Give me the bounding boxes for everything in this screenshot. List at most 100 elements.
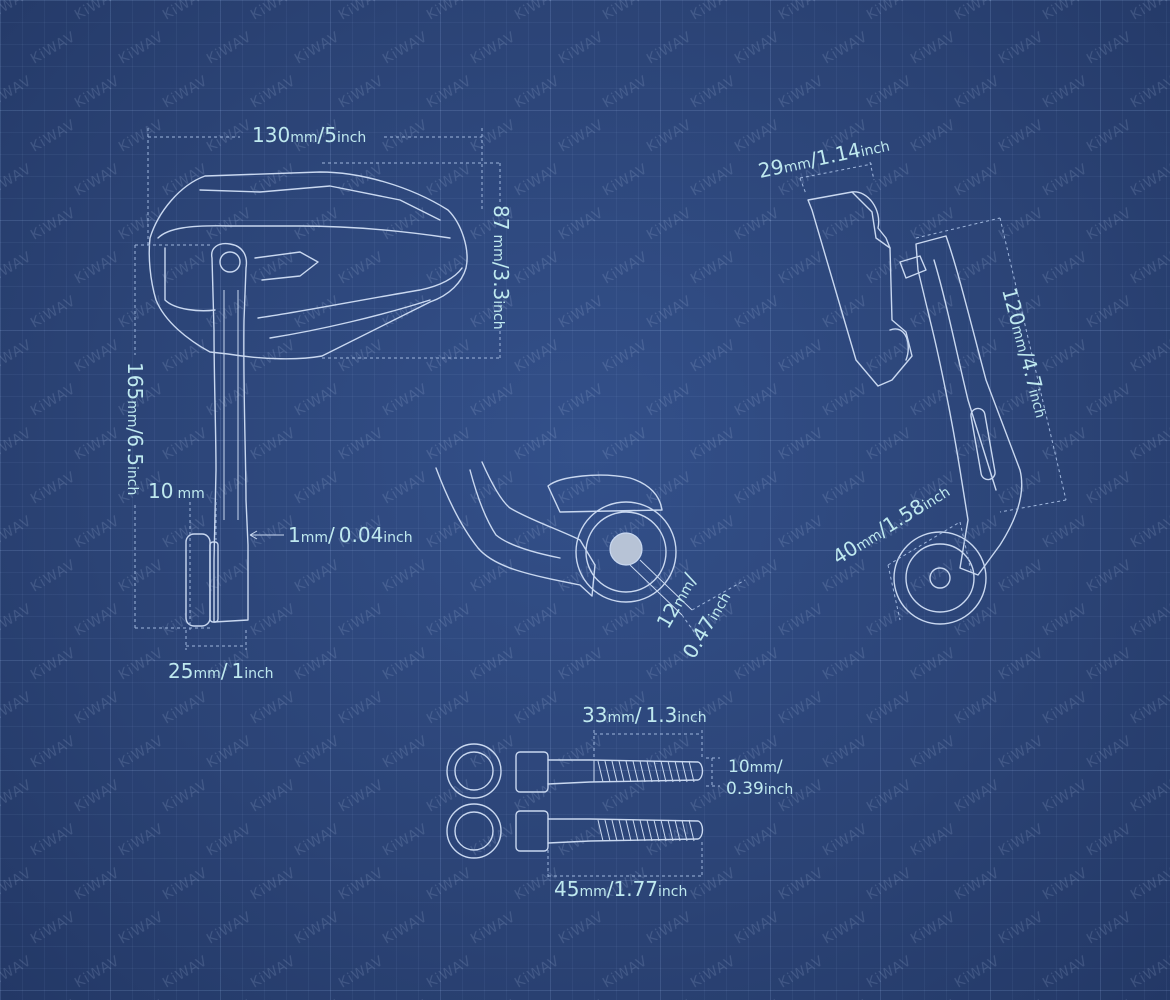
watermark-text: KiWAV (72, 249, 123, 288)
side-clamp-outer (893, 531, 987, 625)
watermark-text: KiWAV (952, 777, 1003, 816)
watermark-text: KiWAV (820, 909, 871, 948)
watermark-text: KiWAV (248, 777, 299, 816)
watermark-text: KiWAV (644, 205, 695, 244)
mount-ring-outer (575, 501, 677, 603)
watermark-text: KiWAV (204, 117, 255, 156)
watermark-text: KiWAV (424, 953, 475, 992)
mirror-head-ridge-2 (254, 251, 319, 281)
watermark-text: KiWAV (908, 909, 959, 948)
watermark-text: KiWAV (248, 865, 299, 904)
watermark-text: KiWAV (468, 821, 519, 860)
bar-end-spacer (209, 541, 219, 623)
watermark-text: KiWAV (820, 381, 871, 420)
watermark-text: KiWAV (1040, 601, 1091, 640)
watermark-text: KiWAV (908, 29, 959, 68)
thread-line (646, 760, 653, 783)
watermark-text: KiWAV (380, 733, 431, 772)
watermark-text: KiWAV (72, 0, 123, 23)
watermark-text: KiWAV (600, 249, 651, 288)
watermark-text: KiWAV (688, 953, 739, 992)
watermark-text: KiWAV (72, 425, 123, 464)
watermark-text: KiWAV (336, 777, 387, 816)
watermark-text: KiWAV (380, 117, 431, 156)
watermark-text: KiWAV (292, 381, 343, 420)
watermark-text: KiWAV (160, 249, 211, 288)
watermark-text: KiWAV (864, 601, 915, 640)
watermark-text: KiWAV (424, 73, 475, 112)
watermark-text: KiWAV (1084, 117, 1135, 156)
watermark-text: KiWAV (72, 953, 123, 992)
watermark-text: KiWAV (116, 821, 167, 860)
watermark-text: KiWAV (116, 29, 167, 68)
watermark-text: KiWAV (820, 469, 871, 508)
watermark-text: KiWAV (1040, 249, 1091, 288)
watermark-text: KiWAV (908, 821, 959, 860)
watermark-text: KiWAV (468, 117, 519, 156)
watermark-text: KiWAV (776, 601, 827, 640)
watermark-text: KiWAV (864, 0, 915, 23)
mount-bore (609, 532, 643, 566)
watermark-text: KiWAV (204, 29, 255, 68)
watermark-text: KiWAV (248, 161, 299, 200)
watermark-text: KiWAV (72, 161, 123, 200)
watermark-text: KiWAV (160, 0, 211, 23)
watermark-text: KiWAV (424, 689, 475, 728)
watermark-text: KiWAV (864, 249, 915, 288)
mirror-head-inner (157, 225, 451, 239)
watermark-text: KiWAV (820, 29, 871, 68)
watermark-text: KiWAV (72, 865, 123, 904)
thread-line (681, 819, 688, 842)
watermark-text: KiWAV (0, 689, 35, 728)
side-view-dimensions (799, 161, 1067, 621)
watermark-text: KiWAV (512, 73, 563, 112)
watermark-text: KiWAV (160, 337, 211, 376)
thread-line (667, 819, 674, 842)
watermark-text: KiWAV (28, 293, 79, 332)
watermark-text: KiWAV (600, 0, 651, 23)
watermark-text: KiWAV (160, 161, 211, 200)
bore-leader-dash (681, 579, 746, 641)
watermark-text: KiWAV (424, 865, 475, 904)
watermark-text: KiWAV (688, 337, 739, 376)
watermark-text: KiWAV (1128, 73, 1170, 112)
watermark-text: KiWAV (424, 161, 475, 200)
watermark-text: KiWAV (864, 953, 915, 992)
watermark-text: KiWAV (72, 777, 123, 816)
watermark-text: KiWAV (600, 425, 651, 464)
watermark-text: KiWAV (1128, 337, 1170, 376)
watermark-text: KiWAV (1128, 425, 1170, 464)
watermark-text: KiWAV (204, 381, 255, 420)
thread-line (618, 760, 625, 783)
thread-line (632, 760, 639, 783)
watermark-text: KiWAV (644, 117, 695, 156)
watermark-text: KiWAV (1084, 381, 1135, 420)
watermark-text: KiWAV (380, 469, 431, 508)
watermark-text: KiWAV (248, 601, 299, 640)
watermark-text: KiWAV (0, 337, 35, 376)
watermark-text: KiWAV (600, 337, 651, 376)
bolt-diameter-label: 10mm/ (728, 757, 783, 777)
watermark-text: KiWAV (732, 909, 783, 948)
watermark-text: KiWAV (732, 29, 783, 68)
watermark-text: KiWAV (512, 689, 563, 728)
thread-line (688, 760, 695, 783)
watermark-text: KiWAV (556, 29, 607, 68)
watermark-text: KiWAV (908, 381, 959, 420)
side-arm-inner (933, 259, 997, 491)
watermark-text: KiWAV (380, 205, 431, 244)
watermark-text: KiWAV (776, 513, 827, 552)
mount-arm (435, 461, 596, 597)
watermark-text: KiWAV (160, 689, 211, 728)
watermark-text: KiWAV (160, 865, 211, 904)
watermark-text: KiWAV (732, 821, 783, 860)
watermark-text: KiWAV (996, 733, 1047, 772)
watermark-text: KiWAV (468, 381, 519, 420)
watermark-text: KiWAV (28, 117, 79, 156)
watermark-text: KiWAV (820, 821, 871, 860)
watermark-text: KiWAV (688, 249, 739, 288)
watermark-text: KiWAV (556, 205, 607, 244)
bolt-threads (597, 760, 695, 842)
